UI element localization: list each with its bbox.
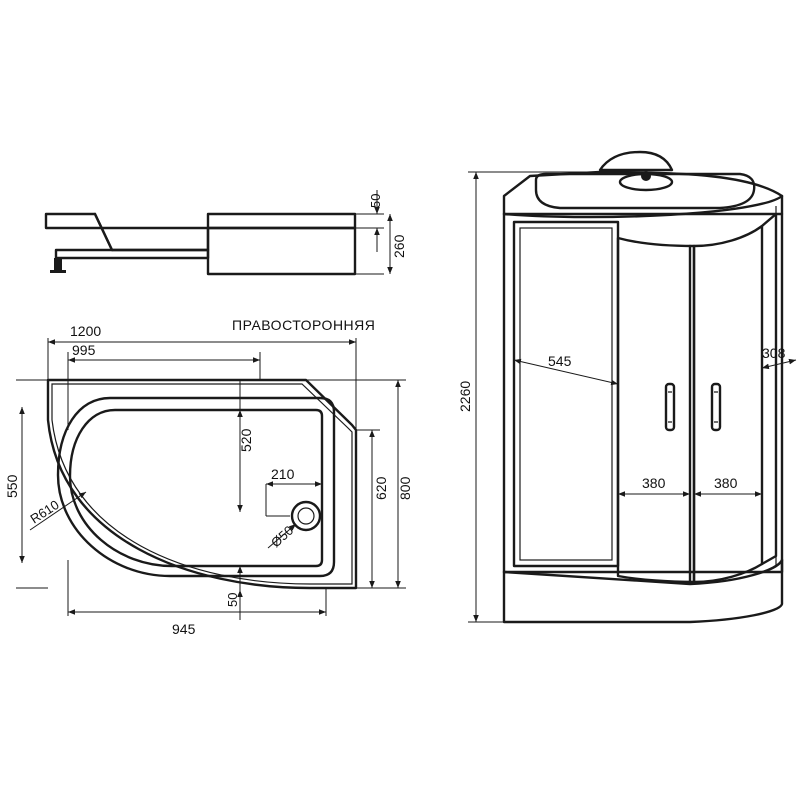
tray-basin-outer: [56, 396, 336, 578]
drain-outer: [290, 500, 322, 532]
plan-dim-210: 210: [271, 466, 295, 482]
cabin-base-rim: [502, 558, 784, 586]
side-dim-ext-top: [355, 213, 384, 275]
side-view-base: [54, 248, 210, 260]
side-view-body: [206, 226, 357, 276]
front-dim-308: 308: [762, 345, 786, 361]
plan-dim-d50-line: [267, 523, 297, 549]
plan-dim-1200: 1200: [70, 323, 101, 339]
side-view-foot: [54, 258, 62, 272]
front-dim-2260: 2260: [457, 381, 473, 412]
left-door: [616, 236, 696, 584]
plan-dim-50-bottom: 50: [225, 593, 240, 607]
front-dim-545: 545: [548, 353, 572, 369]
right-door: [692, 224, 764, 584]
cabin-frame: [502, 212, 784, 574]
plan-dim-520: 520: [238, 428, 254, 452]
right-side-panel: [760, 212, 778, 566]
side-view-seat: [93, 212, 114, 252]
front-dim-380-right: 380: [714, 475, 738, 491]
front-dim-308-line: [761, 358, 797, 370]
tray-outline-inner: [51, 383, 353, 585]
roof-panel: [534, 172, 756, 210]
left-door-handle: [664, 382, 676, 432]
left-glass-panel-inner: [519, 227, 613, 561]
left-handle-grip: [668, 391, 672, 423]
side-dim-260: 260: [391, 234, 407, 258]
front-dim-545-line: [513, 358, 619, 386]
shower-knob: [641, 171, 651, 181]
drain-inner: [297, 507, 315, 525]
plan-dim-945: 945: [172, 621, 196, 637]
front-dim-380-left: 380: [642, 475, 666, 491]
roof-light: [598, 150, 674, 172]
plan-dim-r610: R610: [27, 497, 61, 527]
left-glass-panel: [512, 220, 620, 568]
plan-dim-995: 995: [72, 342, 96, 358]
front-ext-lines: [468, 171, 600, 623]
plan-dim-550: 550: [4, 474, 20, 498]
side-view-top-deck: [44, 212, 357, 252]
orientation-caption: ПРАВОСТОРОННЯЯ: [232, 317, 375, 333]
side-view-foot-base: [50, 270, 66, 273]
front-view: 2260 545 308 380 380: [457, 150, 797, 624]
cabin-base: [502, 558, 784, 624]
plan-dim-r610-line: [29, 491, 87, 531]
tray-basin-inner: [68, 408, 324, 568]
cabin-frame-inner: [513, 206, 777, 566]
side-view: 50 260: [44, 190, 407, 276]
right-door-handle: [710, 382, 722, 432]
plan-dim-800: 800: [397, 476, 413, 500]
side-dim-50: 50: [368, 194, 383, 208]
plan-dim-620: 620: [373, 476, 389, 500]
cabin-roof-edge: [502, 194, 784, 219]
right-handle-grip: [714, 391, 718, 423]
plan-view: 1200 995 550 R610 520 210 Ø50 50 620 800…: [4, 323, 413, 637]
